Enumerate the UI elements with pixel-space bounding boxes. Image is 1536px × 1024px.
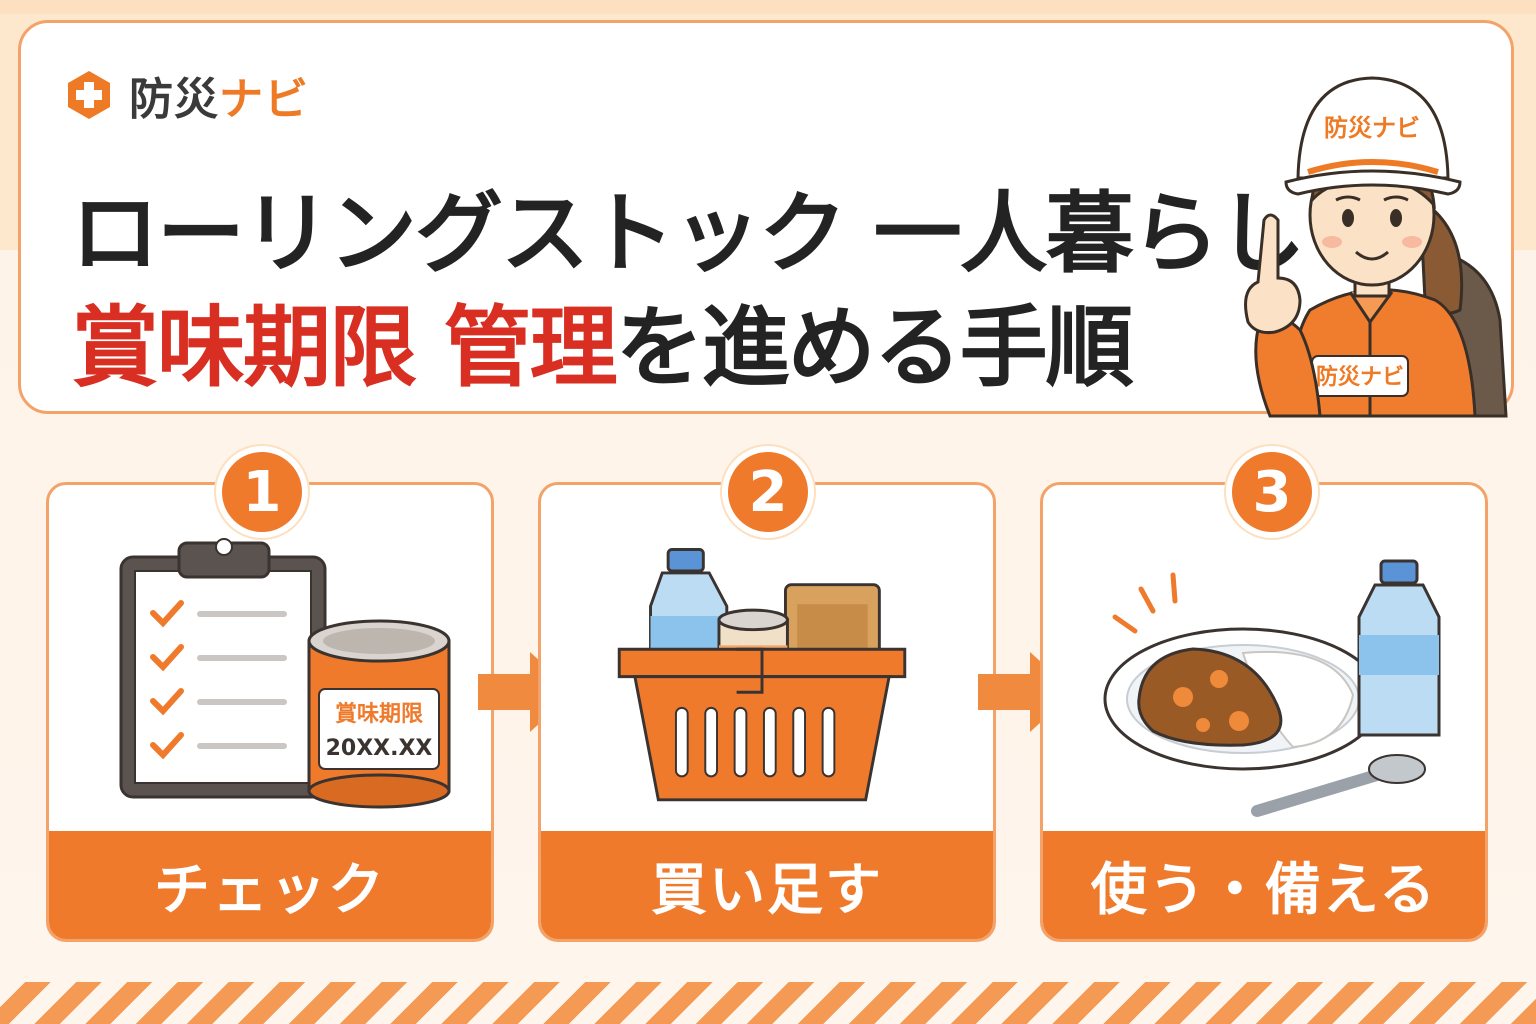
plate-icon	[1103, 627, 1383, 771]
brand-name-part1: 防災	[129, 74, 219, 125]
brand-logo: 防災ナビ	[63, 63, 309, 127]
step-label-bar: 使う・備える	[1043, 831, 1485, 939]
mascot-character-illustration: 防災ナビ 防災ナビ	[1244, 76, 1508, 418]
spoon-icon	[1251, 754, 1426, 817]
helmet-text: 防災ナビ	[1324, 114, 1420, 142]
medical-cross-hexagon-icon	[68, 71, 110, 119]
basket-icon	[617, 647, 907, 802]
title-highlight-expiry: 賞味期限	[71, 296, 417, 399]
can-label: 賞味期限	[335, 701, 423, 727]
step-number-2: 2	[722, 446, 814, 538]
brand-name-part2: ナビ	[219, 74, 309, 125]
badge-text: 防災ナビ	[1316, 365, 1404, 390]
canned-food-icon: 賞味期限 20XX.XX	[307, 619, 451, 809]
step-label-bar: 買い足す	[541, 831, 993, 939]
hazard-stripe-footer	[0, 982, 1536, 1024]
checklist-icon	[150, 600, 287, 760]
step-card-use: 使う・備える	[1040, 482, 1488, 942]
shopping-basket-illustration	[617, 548, 907, 802]
step-number-1: 1	[216, 446, 308, 538]
page-title-line1: ローリングストック 一人暮らし	[71, 182, 1306, 285]
step-label-check: チェック	[154, 857, 386, 923]
step-card-check: 賞味期限 20XX.XX チェック	[46, 482, 494, 942]
step-label-bar: チェック	[49, 831, 491, 939]
water-bottle-icon	[1357, 559, 1441, 737]
step-label-buy: 買い足す	[651, 857, 883, 923]
can-date: 20XX.XX	[326, 736, 433, 761]
step-card-buy: 買い足す	[538, 482, 996, 942]
step-number-3: 3	[1226, 446, 1318, 538]
top-band	[0, 0, 1536, 14]
title-rest: を進める手順	[615, 296, 1134, 399]
brand-name: 防災ナビ	[129, 63, 309, 127]
step-label-use: 使う・備える	[1090, 857, 1438, 923]
page-title-line2: 賞味期限 管理を進める手順	[71, 277, 1134, 404]
clipboard-and-can-illustration: 賞味期限 20XX.XX	[119, 538, 451, 809]
title-highlight-management: 管理	[443, 296, 618, 399]
curry-plate-illustration	[1103, 559, 1441, 817]
